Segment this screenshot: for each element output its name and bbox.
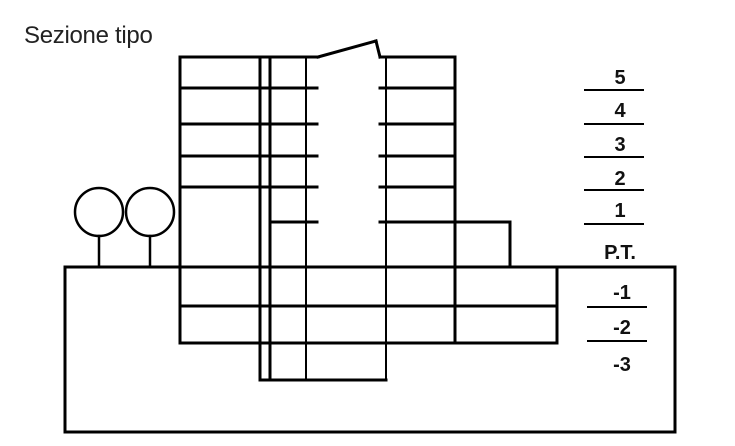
level-labels: 5 4 3 2 1 P.T. -1 -2 -3	[604, 67, 636, 376]
level-label-5: 5	[614, 67, 625, 89]
tree-left-crown	[73, 186, 125, 238]
level-label-4: 4	[614, 100, 626, 122]
level-label-b1: -1	[613, 282, 631, 304]
roof-slope	[316, 39, 378, 59]
level-label-b3: -3	[613, 354, 631, 376]
ground-outline	[63, 265, 677, 434]
level-label-pt: P.T.	[604, 242, 636, 264]
level-label-3: 3	[614, 134, 625, 156]
diagram-title: Sezione tipo	[24, 22, 153, 49]
level-label-2: 2	[614, 168, 625, 190]
tree-right-crown	[124, 186, 176, 238]
roof-notch	[374, 39, 382, 59]
level-label-b2: -2	[613, 317, 631, 339]
level-label-1: 1	[614, 200, 625, 222]
